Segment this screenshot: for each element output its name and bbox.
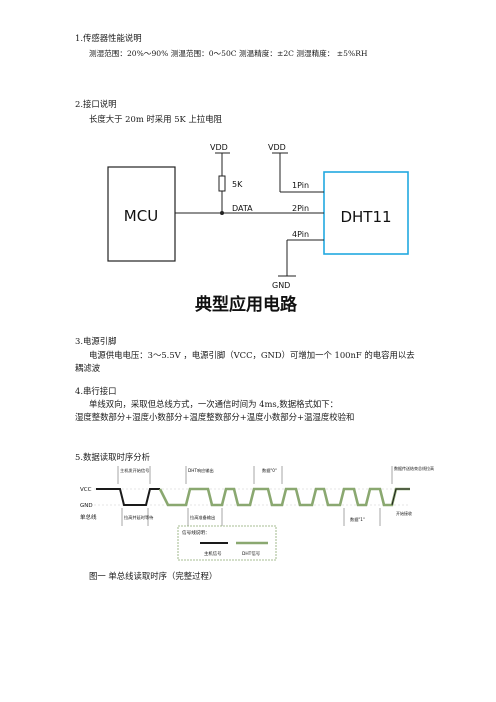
timing-bus-label: 单总线	[80, 513, 97, 521]
section-5-heading: 5.数据读取时序分析	[75, 452, 150, 462]
dht11-label: DHT11	[340, 208, 391, 226]
ann-end-2: 开始接收	[396, 510, 412, 516]
resistor-symbol	[218, 175, 226, 192]
mcu-box	[107, 166, 176, 262]
section-4-text-1: 单线双向，采取但总线方式，一次通信时间为 4ms,数据格式如下：	[89, 399, 339, 409]
dht11-box	[323, 171, 409, 255]
resistor-label: 5K	[232, 180, 243, 189]
section-3-text-1: 电源供电电压：3～5.5V ，电源引脚（VCC，GND）可增加一个 100nF …	[89, 350, 415, 360]
dht-signal	[158, 487, 410, 507]
ann-dht-response: DHT响应输出	[188, 467, 214, 474]
section-2-heading: 2.接口说明	[75, 99, 117, 109]
data-label: DATA	[232, 204, 253, 213]
pin1-label: 1Pin	[292, 181, 309, 190]
pin4-label: 4Pin	[292, 230, 309, 239]
section-2-text: 长度大于 20m 时采用 5K 上拉电阻	[89, 114, 222, 124]
mcu-label: MCU	[124, 207, 158, 225]
section-4-text-2: 湿度整数部分+湿度小数部分+温度整数部分+温度小数部分+温湿度校验和	[75, 412, 355, 422]
ann-end: 数据传送结束总线拉高	[394, 465, 434, 471]
ann-dht-pull: 拉高准备输出	[190, 514, 215, 521]
section-1-heading: 1.传感器性能说明	[75, 33, 142, 43]
figure-caption: 图一 单总线读取时序（完整过程）	[89, 571, 218, 581]
legend-dht-label: DHT信号	[242, 550, 261, 557]
ann-data-0: 数据"0"	[262, 467, 277, 474]
vdd-left-label: VDD	[210, 143, 228, 152]
timing-diagram: VCC GND 单总线 主机发开始信号 DHT响应输出 数据"0" 数据传送结束…	[78, 464, 434, 564]
timing-gnd-label: GND	[80, 503, 93, 509]
ann-host-start: 主机发开始信号	[120, 467, 149, 474]
ann-data-1: 数据"1"	[350, 516, 365, 523]
ann-host-pull: 拉高并延时等待	[124, 514, 154, 521]
pin2-label: 2Pin	[292, 204, 309, 213]
vdd-right-label: VDD	[268, 143, 286, 152]
circuit-caption: 典型应用电路	[195, 294, 298, 315]
gnd-label: GND	[272, 281, 290, 290]
section-4-heading: 4.串行接口	[75, 386, 117, 396]
legend-title: 信号线说明：	[182, 529, 210, 536]
section-3-text-2: 耦滤波	[75, 363, 101, 373]
timing-vcc-label: VCC	[80, 487, 92, 493]
section-3-heading: 3.电源引脚	[75, 336, 117, 346]
circuit-diagram: MCU DHT11 VDD 5K VDD 1Pin DATA 2Pin 4Pin…	[107, 143, 409, 315]
legend-host-label: 主机信号	[204, 550, 222, 557]
host-signal	[96, 488, 160, 506]
section-1-text: 测湿范围：20%～90% 测温范围：0～50C 测温精度：±2C 测湿精度： ±…	[89, 49, 368, 58]
